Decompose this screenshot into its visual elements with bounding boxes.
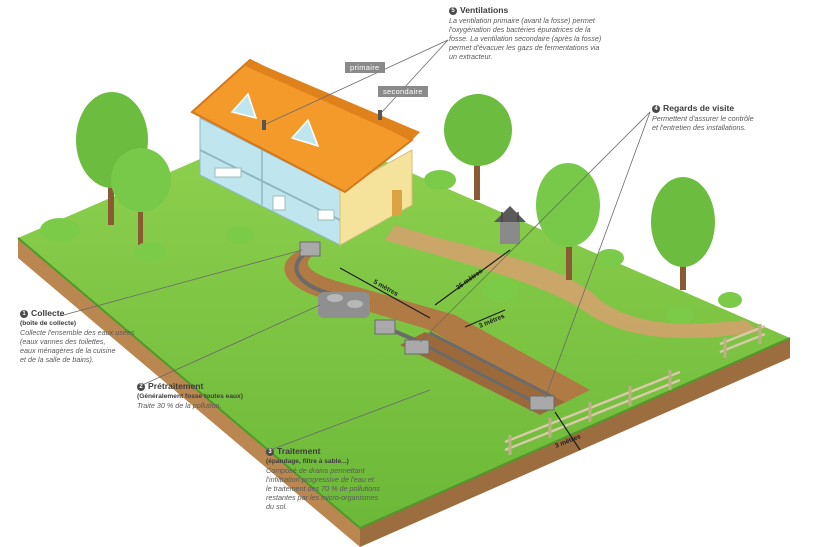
collecte-subtitle: (boîte de collecte) — [20, 320, 77, 327]
tree-2 — [111, 148, 171, 245]
traitement-line: restantes par les micro-organismes — [266, 493, 379, 502]
grass-top — [18, 120, 790, 528]
dim-line-3m-b — [554, 411, 581, 451]
soil-front-face — [18, 238, 360, 547]
house — [190, 58, 420, 246]
traitement-line: le traitement des 70 % de pollutions — [266, 484, 380, 493]
collecte-title: Collecte — [31, 308, 65, 318]
ventilations-line: l'oxygénation des bactéries épuratrices … — [449, 25, 591, 34]
pretraitement-line: Traite 30 % de la pollution. — [137, 401, 222, 410]
grass-edge — [17, 237, 791, 530]
tree-5 — [651, 177, 715, 290]
collecte-line: et de la salle de bains). — [20, 355, 94, 364]
dimension-lines — [339, 249, 581, 451]
dim-line-5m — [339, 267, 431, 319]
traitement-subtitle: (épandage, filtre à sable...) — [266, 458, 349, 465]
tree-4 — [536, 163, 600, 280]
ventilations-title: Ventilations — [460, 5, 509, 15]
collecte-line: eaux ménagères de la cuisine — [20, 346, 116, 355]
bathtub — [214, 167, 242, 178]
ventilations-line: fosse. La ventilation secondaire (après … — [449, 34, 602, 43]
ventilations-line: un extracteur. — [449, 52, 493, 61]
number-badge: 5 — [449, 7, 457, 15]
number-badge: 4 — [652, 105, 660, 113]
regards-title: Regards de visite — [663, 103, 735, 113]
traitement-line: Composé de drains permettant — [266, 466, 365, 475]
pipe-drain-loop — [414, 331, 556, 407]
pretraitement-subtitle: (Généralement fosse toutes eaux) — [137, 393, 243, 400]
trench-main — [284, 250, 590, 405]
regards-line: et l'entretien des installations. — [652, 123, 747, 132]
inspection-box-1 — [404, 339, 430, 355]
vent-secondary — [378, 110, 382, 120]
washing-machine — [272, 195, 286, 211]
regards-line: Permettent d'assurer le contrôle — [652, 114, 754, 123]
dim-line-35m — [434, 249, 511, 306]
number-badge: 2 — [137, 383, 145, 391]
tag-primaire: primaire — [345, 62, 385, 73]
tree-3 — [444, 94, 512, 200]
ventilations-line: La ventilation primaire (avant la fosse)… — [449, 16, 595, 25]
distribution-box — [374, 319, 396, 335]
house-door — [392, 190, 402, 216]
traitement-title: Traitement — [277, 446, 321, 456]
skylight-1 — [230, 92, 258, 120]
kitchen-sink — [317, 209, 335, 221]
house-side-wall — [339, 149, 413, 246]
inspection-box-2 — [529, 395, 555, 411]
pretraitement-title: Prétraitement — [148, 381, 204, 391]
number-badge: 3 — [266, 448, 274, 456]
roof-ridge — [245, 60, 420, 140]
collecte-line: (eaux vannes des toilettes, — [20, 337, 106, 346]
well — [494, 206, 526, 244]
number-badge: 1 — [20, 310, 28, 318]
traitement-line: du sol. — [266, 502, 288, 511]
collection-box — [299, 241, 321, 257]
bushes — [40, 170, 742, 324]
tag-secondaire: secondaire — [378, 86, 428, 97]
ventilations-line: permet d'évacuer les gazs de fermentatio… — [449, 43, 600, 52]
collecte-line: Collecte l'ensemble des eaux usées — [20, 328, 135, 337]
leader-lines — [59, 39, 651, 453]
dirt-path — [385, 225, 760, 339]
traitement-line: l'infiltration progressive de l'eau et — [266, 475, 374, 484]
fence — [504, 324, 766, 455]
skylight-2 — [290, 118, 320, 148]
septic-tank — [318, 292, 370, 318]
dim-line-3m-a — [464, 309, 506, 328]
vent-primary — [262, 120, 266, 130]
